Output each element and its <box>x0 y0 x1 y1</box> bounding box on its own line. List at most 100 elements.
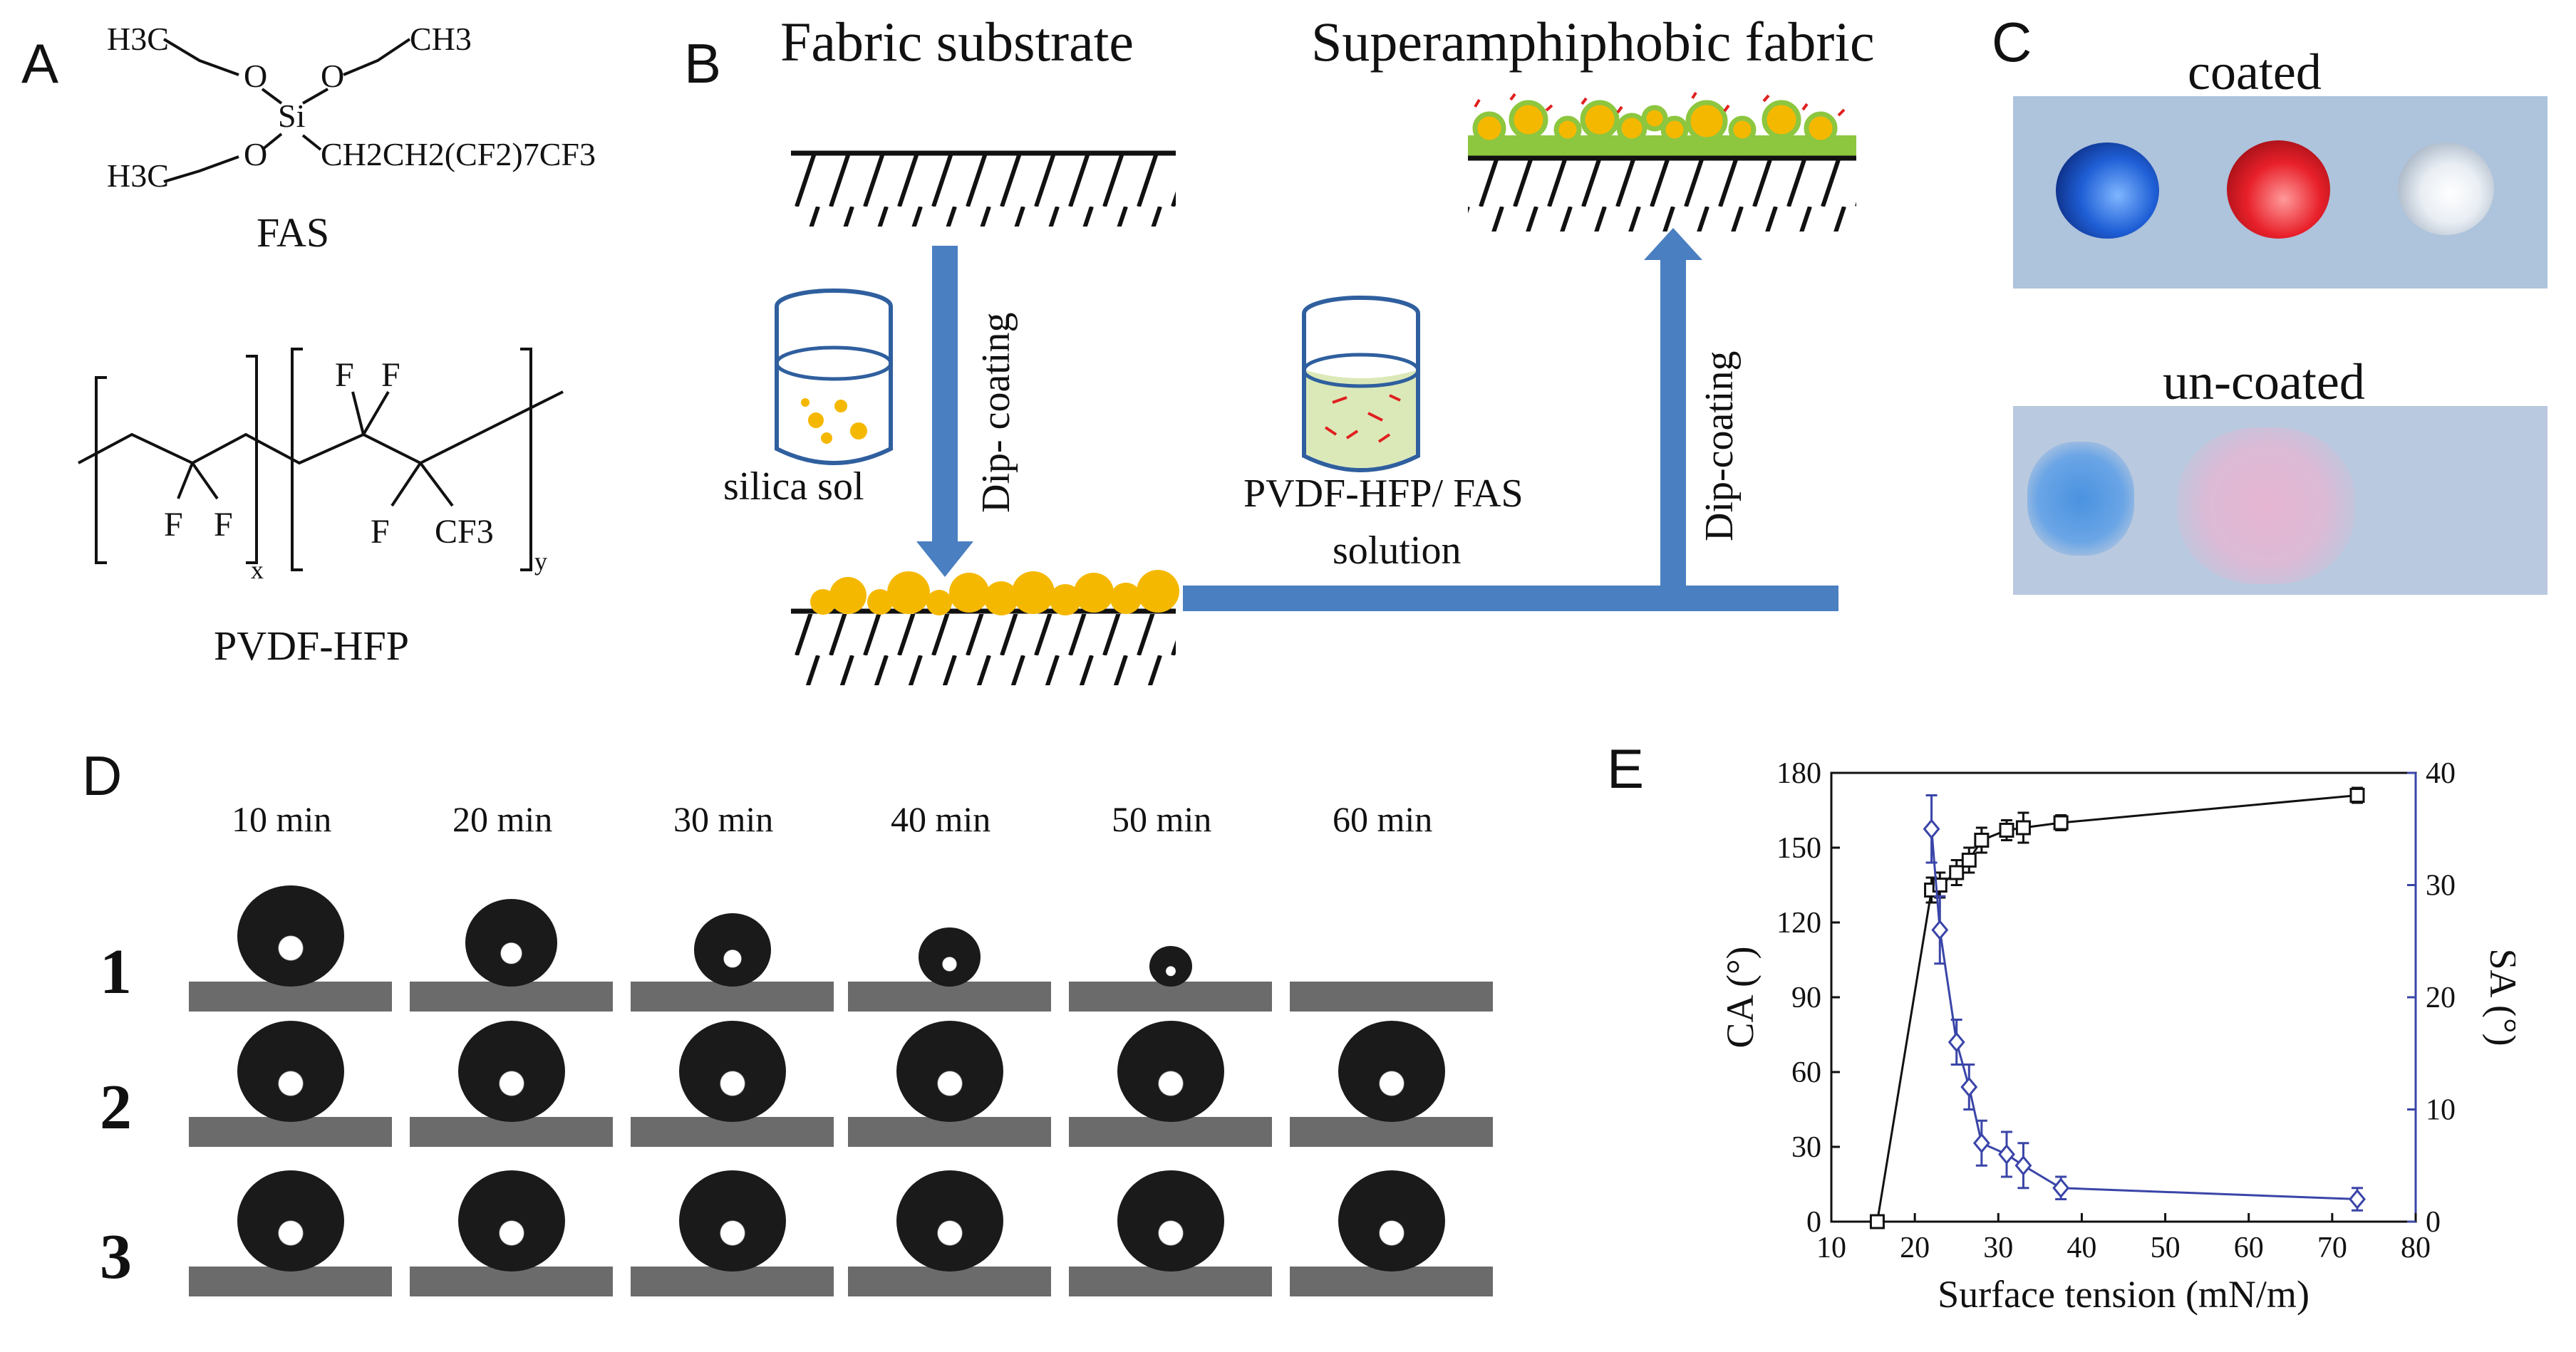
droplet-image <box>631 1170 834 1296</box>
row-label: 3 <box>100 1222 132 1292</box>
x-tick-label: 80 <box>2401 1232 2431 1264</box>
y-left-tick-label: 30 <box>1791 1131 1821 1164</box>
ca-point <box>2053 815 2069 831</box>
fas-caption: FAS <box>257 209 330 256</box>
droplet-image <box>631 1020 834 1147</box>
superamphiphobic-fabric <box>1468 91 1856 232</box>
droplet-image <box>1290 1020 1493 1147</box>
y-left-tick-label: 180 <box>1776 757 1821 790</box>
row-label: 1 <box>100 937 132 1007</box>
droplet-image <box>1069 905 1272 1012</box>
sa-point <box>1931 920 1949 940</box>
fas-ch3-top: CH3 <box>410 21 472 57</box>
ca-point <box>1949 865 1965 880</box>
pvdf-f3: F <box>335 356 354 394</box>
fas-o1: O <box>244 58 267 94</box>
ca-point <box>1999 823 2014 838</box>
ca-point <box>1961 853 1977 868</box>
droplet-image <box>848 905 1051 1012</box>
time-label: 60 min <box>1333 799 1433 839</box>
sa-series-line <box>1930 828 2358 1200</box>
pvdf-hfp-caption: PVDF-HFP <box>214 623 409 669</box>
row-label: 2 <box>100 1072 132 1143</box>
plot-frame <box>1830 771 2417 1223</box>
label-dip-coating-2: Dip-coating <box>1697 350 1742 541</box>
pvdf-y: y <box>534 547 547 576</box>
x-tick-label: 60 <box>2234 1232 2264 1264</box>
fabric-substrate-top <box>791 150 1176 227</box>
x-tick-label: 70 <box>2317 1232 2347 1264</box>
y-left-tick-label: 60 <box>1791 1056 1821 1089</box>
label-uncoated: un-coated <box>2163 353 2365 410</box>
pvdf-f4: F <box>381 356 400 394</box>
red-stain <box>2177 427 2355 584</box>
pvdf-x: x <box>251 556 264 584</box>
y-right-tick-label: 30 <box>2426 870 2456 903</box>
droplet-image <box>410 1020 613 1147</box>
y-left-tick-label: 150 <box>1776 832 1821 865</box>
label-dip-coating-1: Dip- coating <box>974 312 1018 513</box>
x-tick-label: 20 <box>1900 1232 1930 1264</box>
time-label: 10 min <box>232 799 332 839</box>
sa-point <box>2014 1155 2032 1176</box>
fas-o2: O <box>321 58 344 94</box>
y-right-axis-label: SA (°) <box>2482 948 2515 1046</box>
clear-droplet <box>2398 142 2494 235</box>
fas-si: Si <box>278 98 305 134</box>
droplet-image <box>1069 1020 1272 1147</box>
pvdf-cf3: CF3 <box>435 513 494 551</box>
time-label: 50 min <box>1112 799 1212 839</box>
process-schematic <box>775 91 1856 685</box>
panel-b-letter: B <box>684 32 722 95</box>
label-silica-sol: silica sol <box>723 464 864 509</box>
label-solution-line1: PVDF-HFP/ FAS <box>1243 472 1524 516</box>
fas-chain: CH2CH2(CF2)7CF3 <box>321 136 596 172</box>
y-right-tick-label: 20 <box>2426 982 2456 1014</box>
fas-structure: H3C CH3 O O Si O H3C CH2CH2(CF2)7CF3 <box>107 21 596 194</box>
sa-point <box>1960 1076 1978 1098</box>
y-left-tick-label: 120 <box>1776 907 1821 940</box>
time-label: 20 min <box>452 799 553 839</box>
title-superamphiphobic-fabric: Superamphiphobic fabric <box>1311 11 1875 73</box>
pvdf-f2: F <box>214 506 233 544</box>
panel-a-letter: A <box>21 32 59 95</box>
label-coated: coated <box>2188 43 2322 100</box>
fas-h3c-bottom: H3C <box>107 157 169 194</box>
fas-h3c-top: H3C <box>107 21 169 57</box>
droplet <box>1149 946 1192 987</box>
droplet <box>237 1020 344 1122</box>
droplet-image <box>410 899 613 1012</box>
dip-coating-arrow-right-up <box>1183 228 1838 611</box>
droplet-image <box>1290 905 1493 1012</box>
label-solution-line2: solution <box>1333 529 1462 573</box>
droplet <box>678 1020 786 1122</box>
droplet-image <box>1069 1170 1272 1296</box>
droplet <box>1117 1170 1224 1272</box>
y-left-axis-label: CA (°) <box>1719 946 1762 1048</box>
y-left-tick-label: 90 <box>1791 982 1821 1014</box>
droplet <box>1338 1020 1445 1122</box>
y-right-tick-label: 0 <box>2426 1206 2441 1239</box>
droplet-image <box>189 1170 392 1296</box>
panel-d-letter: D <box>82 744 123 807</box>
droplet <box>457 1020 565 1122</box>
pvdf-hfp-structure: F F F F F CF3 x y <box>78 348 564 584</box>
droplet <box>919 927 981 987</box>
red-droplet <box>2227 140 2330 239</box>
droplet <box>1338 1170 1445 1272</box>
droplet <box>1117 1020 1224 1122</box>
silica-sol-beaker <box>775 288 893 465</box>
pvdf-f1: F <box>164 506 183 544</box>
uncoated-fabric-photo <box>2013 406 2547 595</box>
droplet-image <box>189 1020 392 1147</box>
panel-e-letter: E <box>1607 737 1645 800</box>
ca-point <box>2015 820 2031 836</box>
droplet <box>896 1170 1003 1272</box>
blue-stain <box>2027 442 2134 556</box>
y-right-tick-label: 10 <box>2426 1094 2456 1127</box>
droplet-image <box>410 1170 613 1296</box>
droplet-image <box>848 1170 1051 1296</box>
ca-point <box>1869 1214 1885 1229</box>
ca-point <box>1974 833 1990 848</box>
